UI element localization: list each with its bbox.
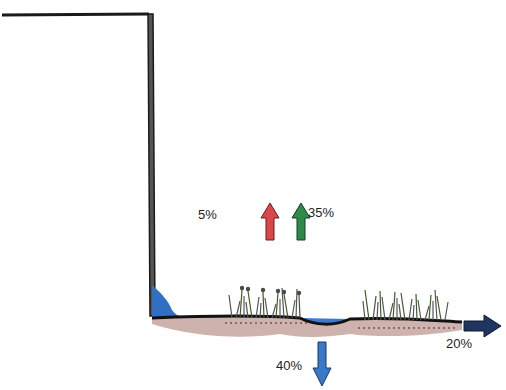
soil-speck [280,322,282,324]
grass-blade [373,296,376,320]
grass-blade [418,300,421,320]
soil-speck [393,327,395,329]
grass-blade [382,297,385,320]
soil-speck [275,322,277,324]
flower-head [240,286,244,290]
grass-blade [409,299,412,320]
grass-blade [389,303,393,320]
soil-speck [398,327,400,329]
grass-blade [425,306,429,320]
grass-blade [260,303,261,318]
grass-blade [380,291,381,320]
flower-head [282,290,286,294]
grass-blade [365,290,369,320]
soil-speck [250,322,252,324]
soil-speck [418,327,420,329]
grass-blade [413,305,414,320]
grass-blade [256,297,259,318]
soil-speck [413,327,415,329]
soil [152,316,462,337]
grass-blade [363,301,365,320]
flower-head [246,287,250,291]
plants [225,286,455,329]
grass-blade [263,292,264,318]
grass-blade [399,304,401,320]
soil-speck [240,322,242,324]
soil-speck [408,327,410,329]
grass-blade [284,294,288,318]
soil-speck [373,327,375,329]
grass-blade [445,302,448,320]
percentage-label: 40% [276,358,302,374]
grass-blade [248,291,252,318]
grass-blade [437,296,441,320]
percentage-label: 5% [198,207,217,223]
soil-speck [230,322,232,324]
soil-speck [300,322,302,324]
soil-speck [285,322,287,324]
water [152,285,192,318]
soil-speck [453,327,455,329]
grass-blade [429,295,431,320]
soil-speck [433,327,435,329]
grass-blade [377,302,378,320]
wall [148,14,155,316]
soil-speck [448,327,450,329]
soil-speck [290,322,292,324]
soil-speck [305,322,307,324]
grass-blade [240,290,242,318]
grass-blade [243,296,244,318]
grass-blade [236,301,240,318]
soil-speck [255,322,257,324]
soil-speck [235,322,237,324]
grass-blade [246,302,248,318]
soil-speck [368,327,370,329]
grass-blade [299,295,300,318]
grass-blade [396,298,397,320]
flower-head [261,288,265,292]
infiltration-arrow [313,342,331,386]
grass-blade [393,292,395,320]
soil-speck [265,322,267,324]
percentage-label: 20% [446,336,472,352]
soil-speck [225,322,227,324]
soil-speck [423,327,425,329]
grass-blade [401,293,405,320]
soil-speck [363,327,365,329]
soil-speck [403,327,405,329]
soil-speck [260,322,262,324]
grass-blade [432,301,433,320]
transpiration-arrow [292,203,310,240]
grass-blade [272,304,276,318]
grass-blade [292,300,295,318]
soil-speck [245,322,247,324]
flower-head [297,291,301,295]
soil-speck [428,327,430,329]
runoff-arrow [464,315,501,337]
percentage-label: 35% [308,205,334,221]
grass-blade [265,298,268,318]
evaporation-arrow [261,203,279,240]
grass-blade [229,295,232,318]
soil-speck [358,327,360,329]
soil-speck [295,322,297,324]
flower-head [276,289,280,293]
soil-speck [388,327,390,329]
roof-line [2,14,149,15]
soil-speck [383,327,385,329]
grass-blade [279,299,280,318]
soil-speck [438,327,440,329]
grass-blade [276,293,278,318]
grass-blade [435,290,437,320]
soil-speck [443,327,445,329]
grass-blade [416,294,417,320]
soil-speck [270,322,272,324]
ground-line [152,316,462,324]
soil-speck [378,327,380,329]
